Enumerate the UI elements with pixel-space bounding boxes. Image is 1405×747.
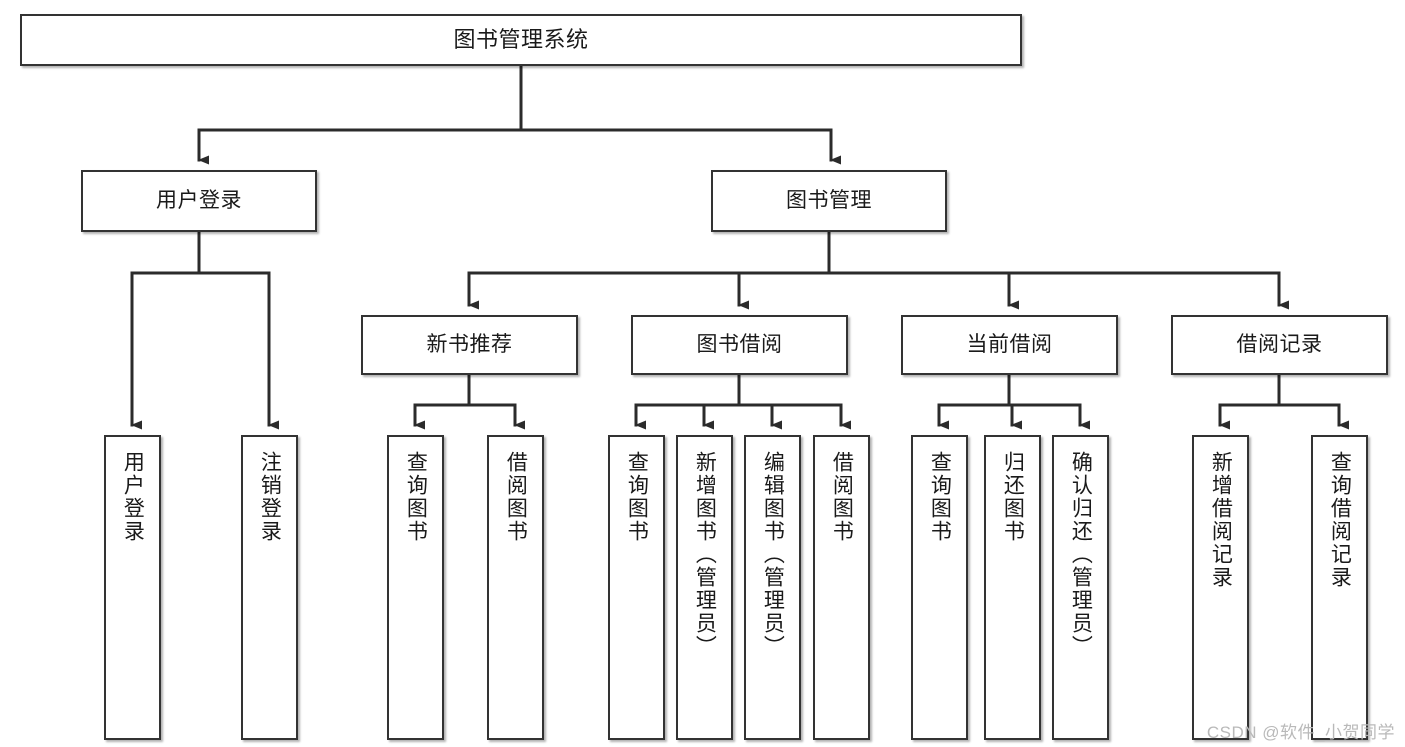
csdn-watermark: CSDN @软件_小贺同学	[1206, 723, 1395, 742]
leaf-query-book-2[interactable]: 查询图书	[608, 435, 665, 740]
leaf-query-book-1[interactable]: 查询图书	[387, 435, 444, 740]
node-book-borrow-label: 图书借阅	[696, 333, 783, 357]
leaf-borrow-book-1[interactable]: 借阅图书	[487, 435, 544, 740]
leaf-return-book-label: 归还图书	[1001, 451, 1025, 543]
node-borrow-record[interactable]: 借阅记录	[1171, 315, 1388, 375]
node-book-manage-label: 图书管理	[786, 189, 872, 213]
leaf-logout-label: 注销登录	[258, 451, 282, 543]
leaf-add-book-label: 新增图书（管理员）	[693, 451, 717, 658]
node-user-login-label: 用户登录	[156, 189, 242, 213]
leaf-query-record[interactable]: 查询借阅记录	[1311, 435, 1368, 740]
leaf-borrow-book-1-label: 借阅图书	[504, 451, 528, 543]
leaf-borrow-book-2[interactable]: 借阅图书	[813, 435, 870, 740]
leaf-logout[interactable]: 注销登录	[241, 435, 298, 740]
leaf-query-book-3[interactable]: 查询图书	[911, 435, 968, 740]
node-borrow-record-label: 借阅记录	[1236, 333, 1323, 357]
node-current-borrow[interactable]: 当前借阅	[901, 315, 1118, 375]
leaf-user-login[interactable]: 用户登录	[104, 435, 161, 740]
node-root[interactable]: 图书管理系统	[20, 14, 1022, 66]
leaf-user-login-label: 用户登录	[121, 451, 145, 543]
leaf-borrow-book-2-label: 借阅图书	[830, 451, 854, 543]
leaf-add-book[interactable]: 新增图书（管理员）	[676, 435, 733, 740]
leaf-confirm-return-label: 确认归还（管理员）	[1069, 451, 1093, 658]
leaf-add-record-label: 新增借阅记录	[1209, 451, 1233, 589]
leaf-query-book-1-label: 查询图书	[404, 451, 428, 543]
node-user-login[interactable]: 用户登录	[81, 170, 317, 232]
leaf-query-book-3-label: 查询图书	[928, 451, 952, 543]
leaf-confirm-return[interactable]: 确认归还（管理员）	[1052, 435, 1109, 740]
leaf-add-record[interactable]: 新增借阅记录	[1192, 435, 1249, 740]
node-new-book-recommend[interactable]: 新书推荐	[361, 315, 578, 375]
node-book-borrow[interactable]: 图书借阅	[631, 315, 848, 375]
leaf-edit-book[interactable]: 编辑图书（管理员）	[744, 435, 801, 740]
node-root-label: 图书管理系统	[453, 26, 589, 52]
leaf-query-record-label: 查询借阅记录	[1328, 451, 1352, 589]
leaf-edit-book-label: 编辑图书（管理员）	[761, 451, 785, 658]
node-book-manage[interactable]: 图书管理	[711, 170, 947, 232]
leaf-query-book-2-label: 查询图书	[625, 451, 649, 543]
leaf-return-book[interactable]: 归还图书	[984, 435, 1041, 740]
node-new-book-recommend-label: 新书推荐	[426, 333, 513, 357]
node-current-borrow-label: 当前借阅	[966, 333, 1053, 357]
